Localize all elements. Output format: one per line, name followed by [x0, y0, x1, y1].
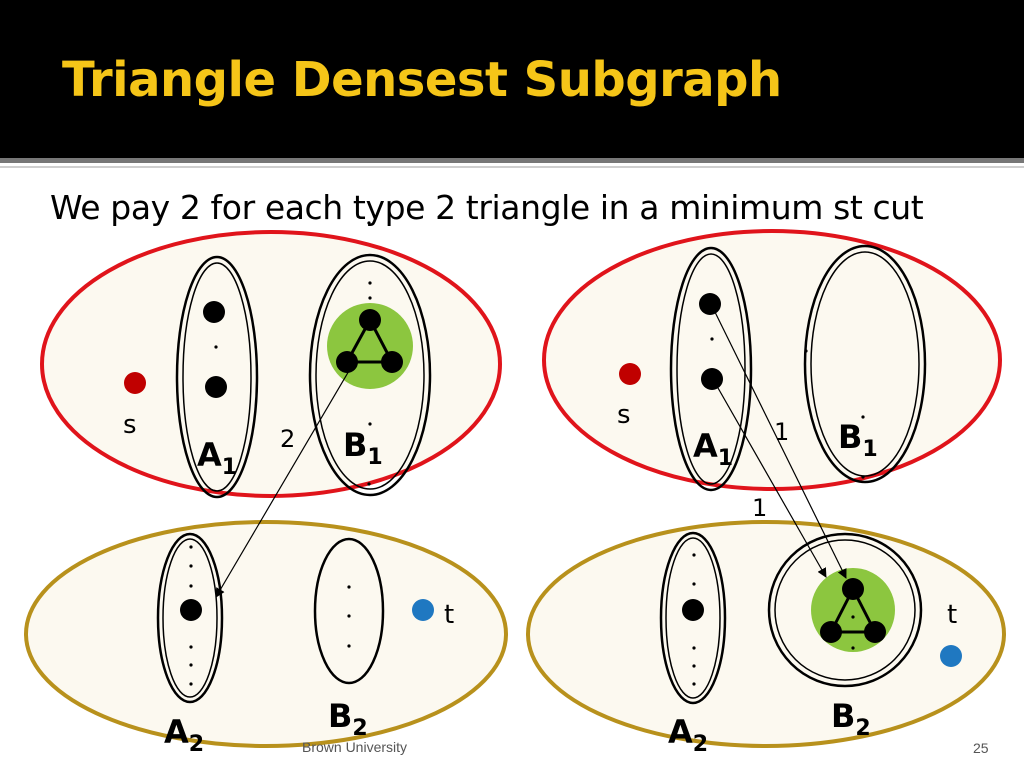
- set-a1: [669, 246, 753, 492]
- a1-node: [203, 301, 225, 323]
- source-side-region: [40, 230, 502, 498]
- cut-edge: [713, 380, 827, 578]
- title-bar: [0, 0, 1024, 158]
- set-a2-inner: [162, 538, 218, 698]
- set-b2: [767, 532, 923, 688]
- triangle-node: [381, 351, 403, 373]
- source-label: s: [123, 410, 137, 440]
- set-b1: [803, 244, 927, 484]
- triangle-node: [336, 351, 358, 373]
- edge-weight-label: 1: [774, 418, 789, 446]
- sink-label: t: [444, 600, 454, 630]
- set-label-a1: A1: [197, 436, 237, 480]
- ellipsis-dots: [692, 337, 865, 686]
- slide-subtitle: We pay 2 for each type 2 triangle in a m…: [50, 188, 924, 227]
- title-divider-light: [0, 166, 1024, 168]
- set-label-b2: B2: [328, 697, 368, 741]
- set-label-b1: B1: [343, 426, 383, 470]
- source-side-region: [542, 229, 1002, 491]
- cut-edge: [215, 363, 354, 598]
- ellipsis-dots: [189, 221, 372, 686]
- sink-node: [940, 645, 962, 667]
- edge-weight-label: 2: [280, 425, 295, 453]
- set-a2: [156, 532, 224, 704]
- set-a2-inner: [665, 537, 721, 699]
- source-label: s: [617, 400, 631, 430]
- sink-side-region: [24, 520, 508, 748]
- set-label-a1: A1: [693, 427, 733, 471]
- set-label-a2: A2: [164, 713, 204, 757]
- a1-node: [701, 368, 723, 390]
- set-label-a2: A2: [668, 713, 708, 757]
- sink-side-region: [526, 520, 1006, 748]
- triangle-node: [864, 621, 886, 643]
- set-b1-inner: [315, 260, 425, 490]
- a1-node: [699, 293, 721, 315]
- sink-label: t: [947, 600, 957, 630]
- set-b1: [308, 253, 432, 497]
- a2-node: [180, 599, 202, 621]
- triangle-node: [842, 578, 864, 600]
- set-b1-inner: [810, 251, 920, 477]
- slide-title: Triangle Densest Subgraph: [62, 52, 782, 108]
- footer-text: Brown University: [302, 739, 408, 755]
- set-label-b2: B2: [831, 697, 871, 741]
- set-a1: [175, 255, 259, 499]
- set-label-b1: B1: [838, 418, 878, 462]
- a2-node: [682, 599, 704, 621]
- title-divider: [0, 158, 1024, 163]
- set-a1-inner: [676, 253, 746, 485]
- sink-node: [412, 599, 434, 621]
- set-b2-inner: [774, 539, 916, 681]
- triangle-node: [359, 309, 381, 331]
- set-b2: [313, 537, 385, 685]
- set-a1-inner: [182, 262, 252, 492]
- cut-edge: [711, 305, 847, 579]
- edge-weight-label: 1: [752, 494, 767, 522]
- a1-node: [205, 376, 227, 398]
- page-number: 25: [973, 740, 989, 756]
- triangle-node: [820, 621, 842, 643]
- left-network: s t 2 A1 B1 A2 B2: [24, 221, 508, 757]
- source-node: [124, 372, 146, 394]
- right-network: s t 1 1 A1 B1 A2 B2: [526, 229, 1006, 757]
- source-node: [619, 363, 641, 385]
- set-a2: [659, 531, 727, 705]
